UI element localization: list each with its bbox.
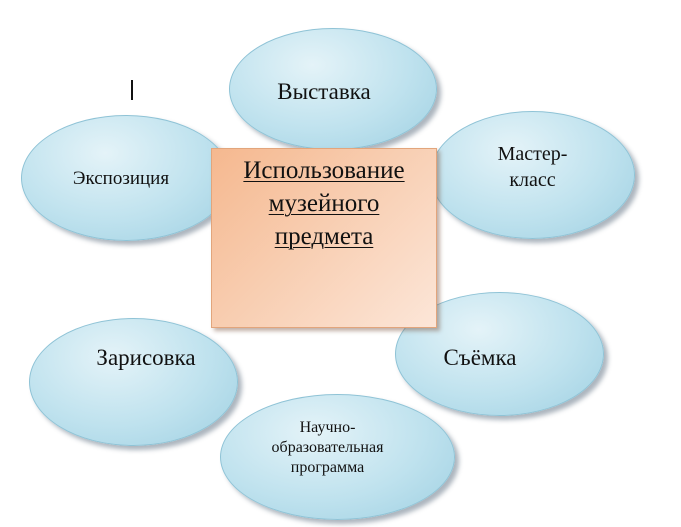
node-label-nauchno: Научно- образовательная программа [271, 419, 384, 476]
node-master-klass [430, 111, 635, 239]
node-label-syomka: Съёмка [443, 345, 517, 370]
node-label-ekspozitsiya: Экспозиция [72, 168, 170, 189]
node-label-vystavka: Выставка [277, 79, 371, 104]
node-label-zarisovka: Зарисовка [96, 345, 196, 370]
node-ekspozitsiya [21, 115, 231, 241]
center-title: Использование музейного предмета [243, 157, 405, 250]
node-nauchno [220, 394, 455, 520]
node-zarisovka [29, 318, 238, 446]
center-box [211, 148, 437, 328]
node-vystavka [229, 28, 437, 150]
node-label-master-klass: Мастер- класс [497, 143, 568, 191]
text-cursor [131, 80, 133, 100]
